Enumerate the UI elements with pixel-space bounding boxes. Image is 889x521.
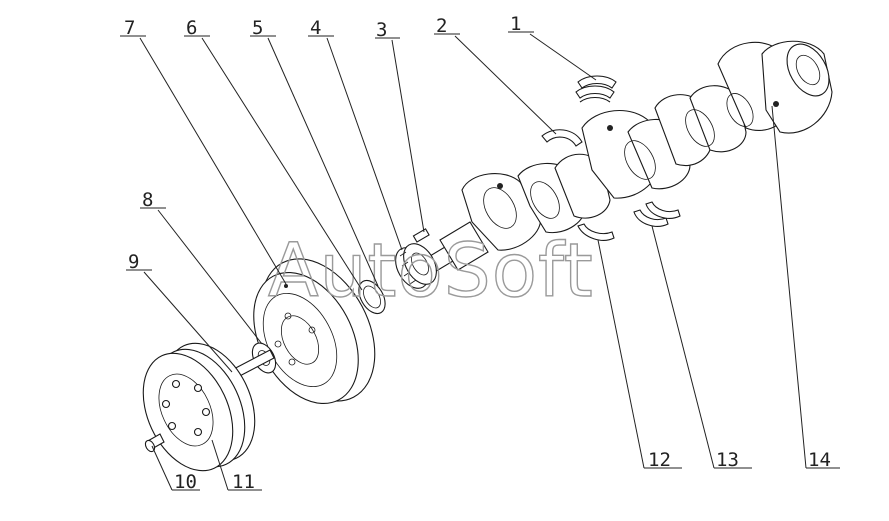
lower-bearing-shell: [577, 223, 615, 241]
callout-1: 1: [510, 13, 521, 35]
vibration-damper: [253, 258, 376, 405]
callout-3: 3: [376, 19, 387, 41]
callout-4: 4: [310, 17, 321, 39]
watermark: AutoSoft: [268, 228, 594, 314]
crankshaft: [419, 40, 833, 277]
callout-12: 12: [648, 449, 671, 471]
callout-2: 2: [436, 15, 447, 37]
callout-10: 10: [174, 471, 197, 493]
upper-main-bearing-shells: [575, 75, 617, 103]
timing-gear: [395, 243, 437, 289]
oil-seal-ring: [358, 279, 386, 315]
thrust-washers: [633, 201, 681, 227]
pulley-bolt: [144, 433, 165, 453]
callout-5: 5: [252, 17, 263, 39]
woodruff-key: [412, 228, 430, 243]
leader-lines: [120, 31, 840, 491]
upper-bearing-shell: [541, 129, 583, 147]
crankshaft-pulley: [142, 342, 256, 472]
callout-11: 11: [232, 471, 255, 493]
callout-6: 6: [186, 17, 197, 39]
callout-labels: 1 2 3 4 5 6 7 8 9 10 11 12 13 14: [124, 13, 831, 493]
callout-7: 7: [124, 17, 135, 39]
callout-8: 8: [142, 189, 153, 211]
callout-13: 13: [716, 449, 739, 471]
callout-9: 9: [128, 251, 139, 273]
callout-14: 14: [808, 449, 831, 471]
